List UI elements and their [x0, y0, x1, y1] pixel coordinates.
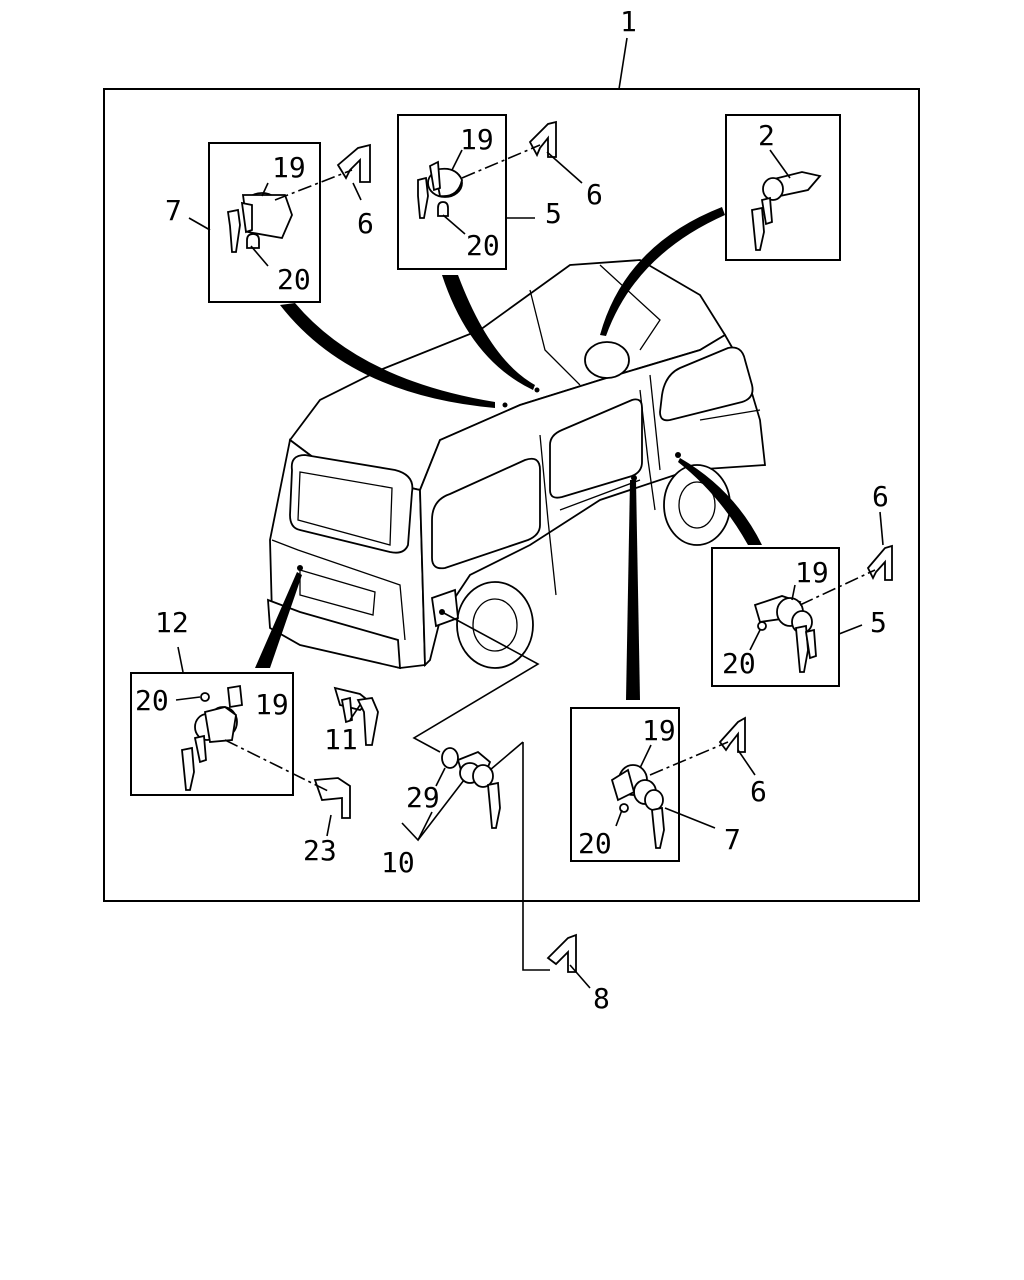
callout-10: 10 [381, 846, 415, 879]
callout-20-right: 20 [722, 647, 756, 680]
callout-23: 23 [303, 834, 337, 867]
callout-19-lower-left: 19 [255, 688, 289, 721]
callout-19-upper-center: 19 [460, 123, 494, 156]
detail-box-middle-right [711, 511, 893, 687]
callout-6-lower-right: 6 [750, 775, 767, 808]
van-illustration [267, 259, 766, 670]
callout-2: 2 [758, 119, 775, 152]
leader-1 [618, 37, 628, 90]
detail-box-upper-left [188, 142, 371, 303]
callout-20-upper-center: 20 [466, 229, 500, 262]
callout-5-upper: 5 [545, 197, 562, 230]
key-set [333, 686, 379, 746]
pointer-bands [255, 207, 762, 700]
detail-box-upper-right [725, 114, 841, 261]
callout-29: 29 [406, 781, 440, 814]
callout-labels: 1 2 5 5 6 6 6 6 7 7 8 10 11 12 19 19 19 … [135, 5, 889, 1015]
callout-19-right: 19 [795, 556, 829, 589]
callout-5-right: 5 [870, 606, 887, 639]
callout-6-right: 6 [872, 480, 889, 513]
callout-12: 12 [155, 606, 189, 639]
callout-20-lower-right: 20 [578, 827, 612, 860]
assembly-frame [103, 88, 920, 902]
callout-20-upper-left: 20 [277, 263, 311, 296]
callout-7-lower-right: 7 [724, 823, 741, 856]
fuel-lid-leader [412, 611, 540, 753]
detail-box-lower-left [130, 646, 351, 837]
callout-6-upper-center: 6 [586, 178, 603, 211]
callout-20-lower-left: 20 [135, 684, 169, 717]
callout-8: 8 [593, 982, 610, 1015]
callout-1: 1 [620, 5, 637, 38]
callout-6-upper-left: 6 [357, 207, 374, 240]
callout-19-upper-left: 19 [272, 151, 306, 184]
callout-7-upper-left: 7 [165, 194, 182, 227]
fuel-lid-lock [401, 741, 591, 989]
callout-11: 11 [324, 723, 358, 756]
callout-19-lower-right: 19 [642, 714, 676, 747]
detail-box-upper-center [397, 114, 583, 270]
detail-box-lower-right [570, 707, 756, 862]
